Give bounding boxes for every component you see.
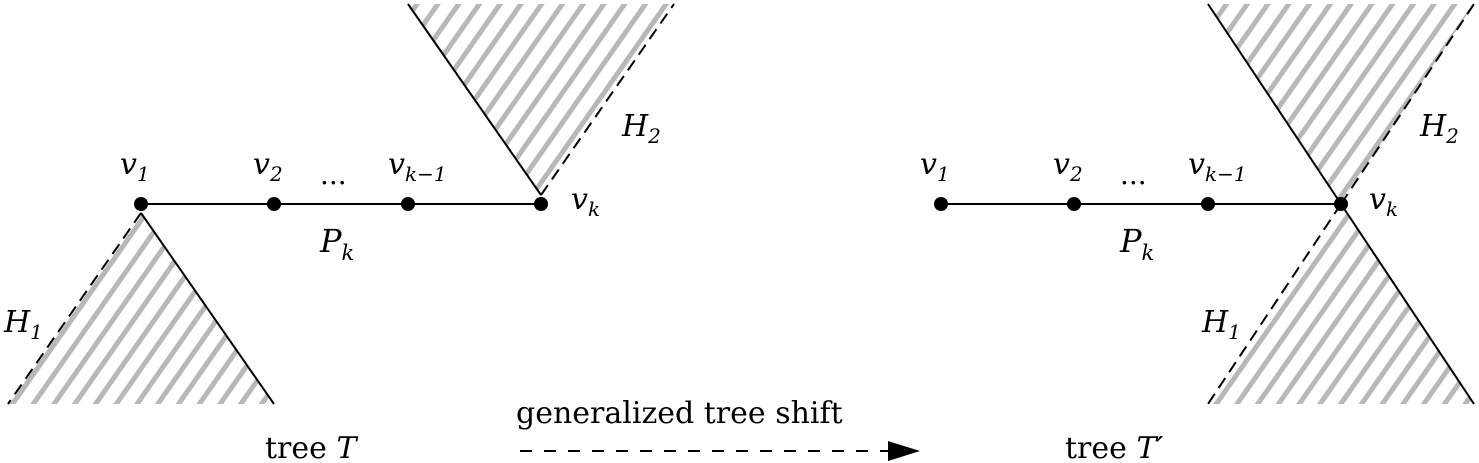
left-label-h2: H2: [621, 109, 661, 148]
left-caption: tree T: [265, 431, 358, 463]
right-label-vk-1: vk−1: [1188, 147, 1247, 186]
left-vertex-v1: [134, 197, 148, 211]
right-label-v1: v1: [920, 147, 950, 186]
right-label-h2: H2: [1419, 109, 1459, 148]
right-label-vk: vk: [1369, 182, 1398, 221]
right-label-v2: v2: [1053, 147, 1083, 186]
left-label-pk: Pk: [319, 222, 354, 265]
left-tree: v1 v2 ... vk−1 vk Pk H2 H1 tree T: [3, 3, 675, 463]
right-vertex-v2: [1067, 197, 1081, 211]
left-h1-dashed-edge: [7, 212, 142, 405]
right-h1-dashed-edge: [1207, 203, 1342, 405]
right-h1-solid-edge: [1340, 203, 1475, 405]
left-vertex-vk: [534, 197, 548, 211]
right-h2-solid-edge: [1207, 3, 1342, 205]
right-label-pk: Pk: [1119, 222, 1154, 265]
left-h2-solid-edge: [407, 3, 542, 196]
arrow-head: [888, 441, 920, 461]
right-h2-region: [1208, 4, 1474, 204]
tree-shift-arrow: generalized tree shift: [516, 396, 920, 461]
left-label-h1: H1: [3, 305, 43, 344]
left-h2-region: [408, 4, 674, 195]
right-label-dots: ...: [1120, 158, 1147, 191]
right-vertex-vk-1: [1201, 197, 1215, 211]
left-vertex-v2: [267, 197, 281, 211]
right-h1-region: [1208, 204, 1474, 404]
left-h1-region: [8, 213, 274, 404]
left-label-v1: v1: [120, 147, 150, 186]
left-h1-solid-edge: [140, 212, 275, 405]
right-vertex-vk: [1334, 197, 1348, 211]
left-label-v2: v2: [253, 147, 283, 186]
right-vertex-v1: [934, 197, 948, 211]
left-vertex-vk-1: [401, 197, 415, 211]
right-caption: tree T′: [1065, 431, 1163, 463]
left-label-vk-1: vk−1: [388, 147, 447, 186]
left-h2-dashed-edge: [540, 3, 675, 196]
left-label-vk: vk: [571, 182, 600, 221]
right-label-h1: H1: [1201, 305, 1241, 344]
right-tree: v1 v2 ... vk−1 vk Pk H2 H1 tree T′: [920, 3, 1475, 463]
left-label-dots: ...: [320, 158, 347, 191]
right-h2-dashed-edge: [1340, 3, 1475, 205]
arrow-label: generalized tree shift: [516, 396, 843, 431]
